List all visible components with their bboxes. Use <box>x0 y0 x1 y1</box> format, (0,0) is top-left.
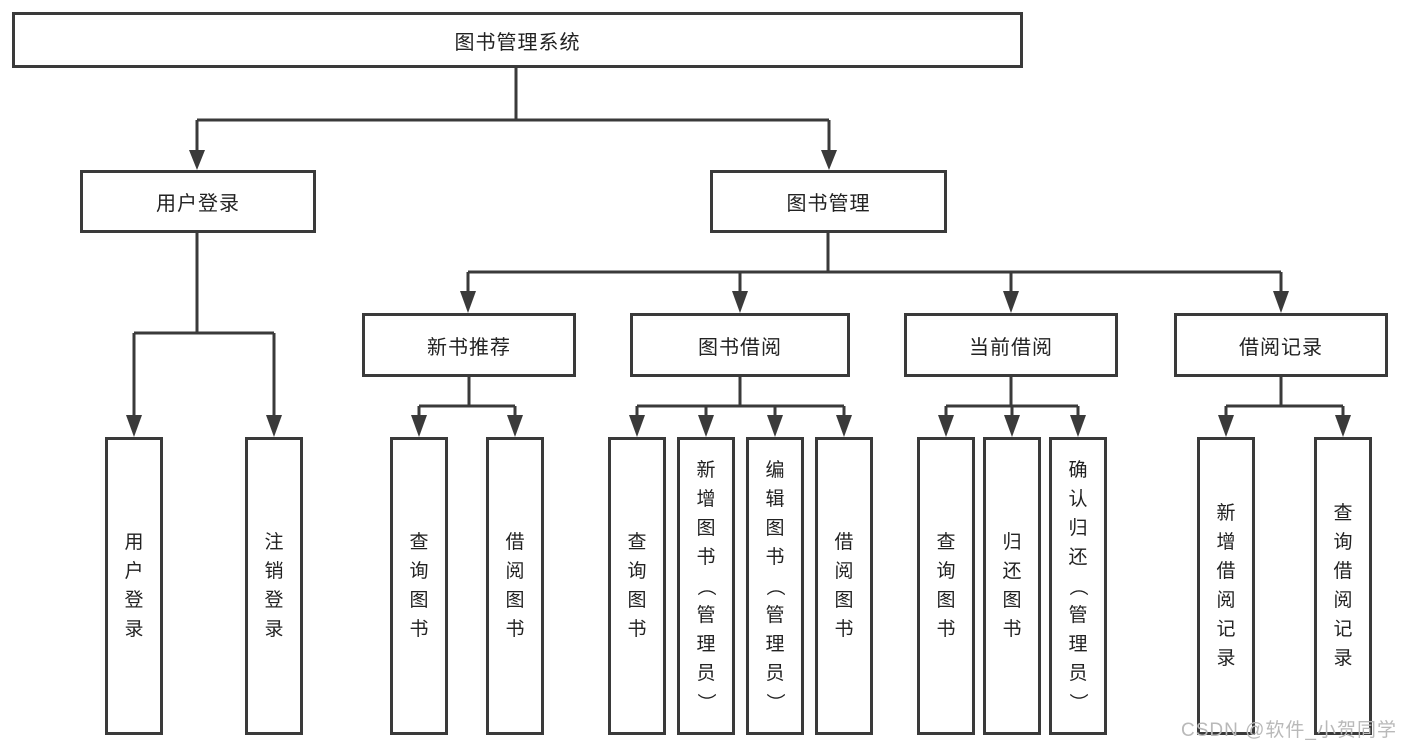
arrowhead <box>938 415 954 437</box>
node-leaf-query-books-current: 查询图书 <box>917 437 975 735</box>
arrowhead <box>1003 291 1019 313</box>
node-leaf-borrow-books-borrow-label: 借阅图书 <box>834 532 854 640</box>
arrowhead <box>126 415 142 437</box>
connector-new-book-recommend <box>417 377 517 416</box>
node-book-borrow: 图书借阅 <box>630 313 850 377</box>
node-user-login: 用户登录 <box>80 170 316 233</box>
node-book-management-label: 图书管理 <box>786 193 871 215</box>
node-leaf-borrow-books-recommend-label: 借阅图书 <box>505 532 525 640</box>
node-leaf-add-books-admin: 新增图书（管理员） <box>677 437 735 735</box>
arrowhead <box>732 291 748 313</box>
node-leaf-confirm-return-admin: 确认归还（管理员） <box>1049 437 1107 735</box>
connector-book-management <box>466 233 1283 292</box>
node-leaf-borrow-books-recommend: 借阅图书 <box>486 437 544 735</box>
arrowhead <box>1273 291 1289 313</box>
node-leaf-query-books-recommend: 查询图书 <box>390 437 448 735</box>
arrowhead <box>821 150 837 170</box>
arrowhead <box>1335 415 1351 437</box>
arrowhead <box>460 291 476 313</box>
node-user-login-label: 用户登录 <box>156 193 240 215</box>
node-leaf-query-books-borrow-label: 查询图书 <box>627 532 647 640</box>
node-leaf-query-borrow-record-label: 查询借阅记录 <box>1333 503 1353 669</box>
node-leaf-user-login: 用户登录 <box>105 437 163 735</box>
node-root: 图书管理系统 <box>12 12 1023 68</box>
node-leaf-add-borrow-record-label: 新增借阅记录 <box>1216 503 1236 669</box>
node-root-label: 图书管理系统 <box>454 31 581 54</box>
node-book-management: 图书管理 <box>710 170 947 233</box>
node-leaf-query-books-current-label: 查询图书 <box>936 532 956 640</box>
node-borrow-records-label: 借阅记录 <box>1239 336 1323 359</box>
arrowhead <box>411 415 427 437</box>
arrowhead <box>1218 415 1234 437</box>
arrowhead <box>698 415 714 437</box>
node-borrow-records: 借阅记录 <box>1174 313 1388 377</box>
arrowhead <box>189 150 205 170</box>
node-leaf-logout-label: 注销登录 <box>264 532 284 640</box>
node-leaf-query-books-borrow: 查询图书 <box>608 437 666 735</box>
arrowhead <box>629 415 645 437</box>
node-leaf-borrow-books-borrow: 借阅图书 <box>815 437 873 735</box>
node-leaf-query-books-recommend-label: 查询图书 <box>409 532 429 640</box>
arrowhead <box>1004 415 1020 437</box>
node-new-book-recommend: 新书推荐 <box>362 313 576 377</box>
arrowhead <box>1070 415 1086 437</box>
node-leaf-return-books-label: 归还图书 <box>1002 532 1022 640</box>
node-leaf-add-books-admin-label: 新增图书（管理员） <box>695 459 717 712</box>
arrowhead <box>266 415 282 437</box>
connector-current-borrow <box>944 377 1080 416</box>
node-leaf-query-borrow-record: 查询借阅记录 <box>1314 437 1372 735</box>
node-leaf-logout: 注销登录 <box>245 437 303 735</box>
arrowhead <box>767 415 783 437</box>
csdn-watermark: CSDN @软件_小贺同学 <box>1181 720 1397 741</box>
connector-user-login <box>132 233 276 416</box>
connector-borrow-records <box>1224 377 1345 416</box>
node-current-borrow: 当前借阅 <box>904 313 1118 377</box>
node-book-borrow-label: 图书借阅 <box>698 336 782 359</box>
node-current-borrow-label: 当前借阅 <box>969 336 1053 359</box>
node-leaf-user-login-label: 用户登录 <box>124 532 144 640</box>
node-leaf-add-borrow-record: 新增借阅记录 <box>1197 437 1255 735</box>
node-new-book-recommend-label: 新书推荐 <box>427 336 511 359</box>
arrowhead <box>836 415 852 437</box>
node-leaf-edit-books-admin-label: 编辑图书（管理员） <box>764 459 786 712</box>
node-leaf-edit-books-admin: 编辑图书（管理员） <box>746 437 804 735</box>
node-leaf-return-books: 归还图书 <box>983 437 1041 735</box>
connector-book-borrow <box>635 377 846 416</box>
node-leaf-confirm-return-admin-label: 确认归还（管理员） <box>1067 459 1089 712</box>
connector-root <box>195 68 831 151</box>
arrowhead <box>507 415 523 437</box>
